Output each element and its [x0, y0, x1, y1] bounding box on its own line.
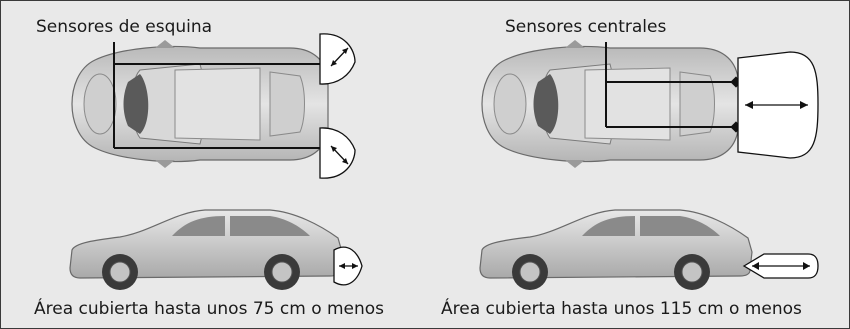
corner-detection-zone-upper	[319, 33, 356, 85]
center-sensor-leader-lines	[605, 42, 736, 128]
left-coverage-caption: Área cubierta hasta unos 75 cm o menos	[34, 299, 385, 319]
corner-side-detection-zone	[333, 246, 363, 286]
center-sensors-label: Sensores centrales	[505, 17, 667, 37]
car-top-view-left	[71, 40, 329, 168]
car-top-view-right	[481, 40, 739, 168]
car-side-view-right	[479, 209, 753, 290]
center-detection-zone	[737, 51, 819, 159]
center-side-detection-zone	[742, 253, 819, 279]
corner-sensor-leader-lines	[113, 42, 328, 149]
corner-detection-zone-lower	[319, 127, 356, 179]
car-side-view-left	[69, 209, 343, 290]
corner-sensors-label: Sensores de esquina	[36, 17, 213, 37]
right-coverage-caption: Área cubierta hasta unos 115 cm o menos	[441, 299, 802, 319]
